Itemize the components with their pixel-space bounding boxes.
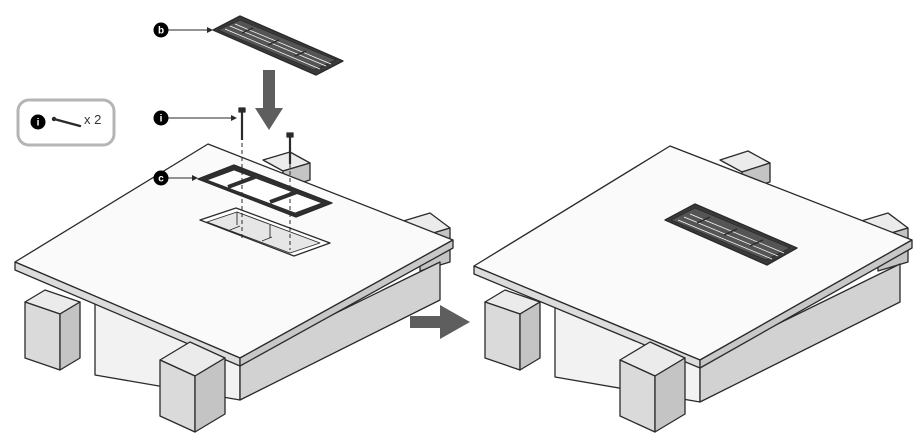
vent-grille-installed [664, 203, 798, 266]
right-front-middle-block [619, 341, 686, 433]
left-front-left-block [24, 289, 81, 371]
screw-right [286, 132, 294, 164]
callout-frame: c [153, 170, 198, 186]
right-board [473, 145, 913, 369]
left-scene-before [14, 15, 454, 433]
callout-screw-letter: i [160, 114, 163, 125]
parts-quantity: x 2 [84, 112, 101, 127]
step-arrow [410, 305, 470, 339]
mounting-frame [197, 164, 333, 218]
vent-grille-exploded [212, 15, 344, 76]
callout-screw: i [153, 110, 237, 126]
down-arrow [255, 70, 283, 130]
screw-icon [51, 116, 82, 128]
right-front-left-block [484, 289, 541, 371]
right-scene-after [473, 145, 913, 433]
parts-box: i x 2 [16, 98, 116, 147]
left-front-middle-block [159, 341, 226, 433]
callout-vent: b [153, 22, 213, 38]
screw-left [238, 107, 246, 140]
callout-vent-letter: b [158, 26, 164, 37]
parts-box-marker-letter: i [37, 118, 40, 129]
left-board [14, 143, 454, 367]
callout-frame-letter: c [158, 174, 164, 185]
screw-guide-lines [241, 122, 291, 250]
board-cutout-opening [199, 207, 331, 257]
